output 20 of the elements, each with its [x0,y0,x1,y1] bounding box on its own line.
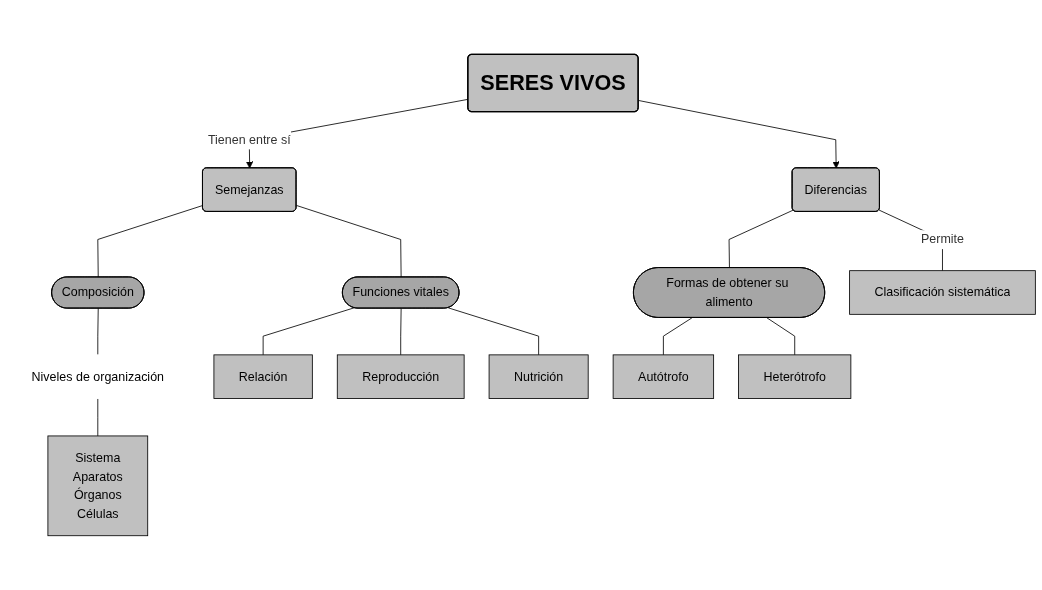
connector [97,398,99,437]
node-box: Autótrofo [612,354,715,399]
edge-label: Permite [920,231,964,246]
connector [296,205,402,278]
connector [97,205,204,278]
node-box: Sistema Aparatos Órganos Células [47,435,149,537]
connector [400,308,402,356]
node-text: Niveles de organización [31,369,165,384]
node-box: Relación [213,354,313,399]
connector [766,317,796,356]
connector [262,307,355,356]
node-box: Heterótrofo [738,354,852,399]
connector [97,308,99,356]
edge-label: Tienen entre sí [207,132,291,147]
connector [662,317,693,356]
node-box: Clasificación sistemática [849,270,1036,315]
connector [728,209,794,269]
node-box: Reproducción [336,354,465,399]
node-box: Nutrición [488,354,589,399]
connector [447,307,540,356]
